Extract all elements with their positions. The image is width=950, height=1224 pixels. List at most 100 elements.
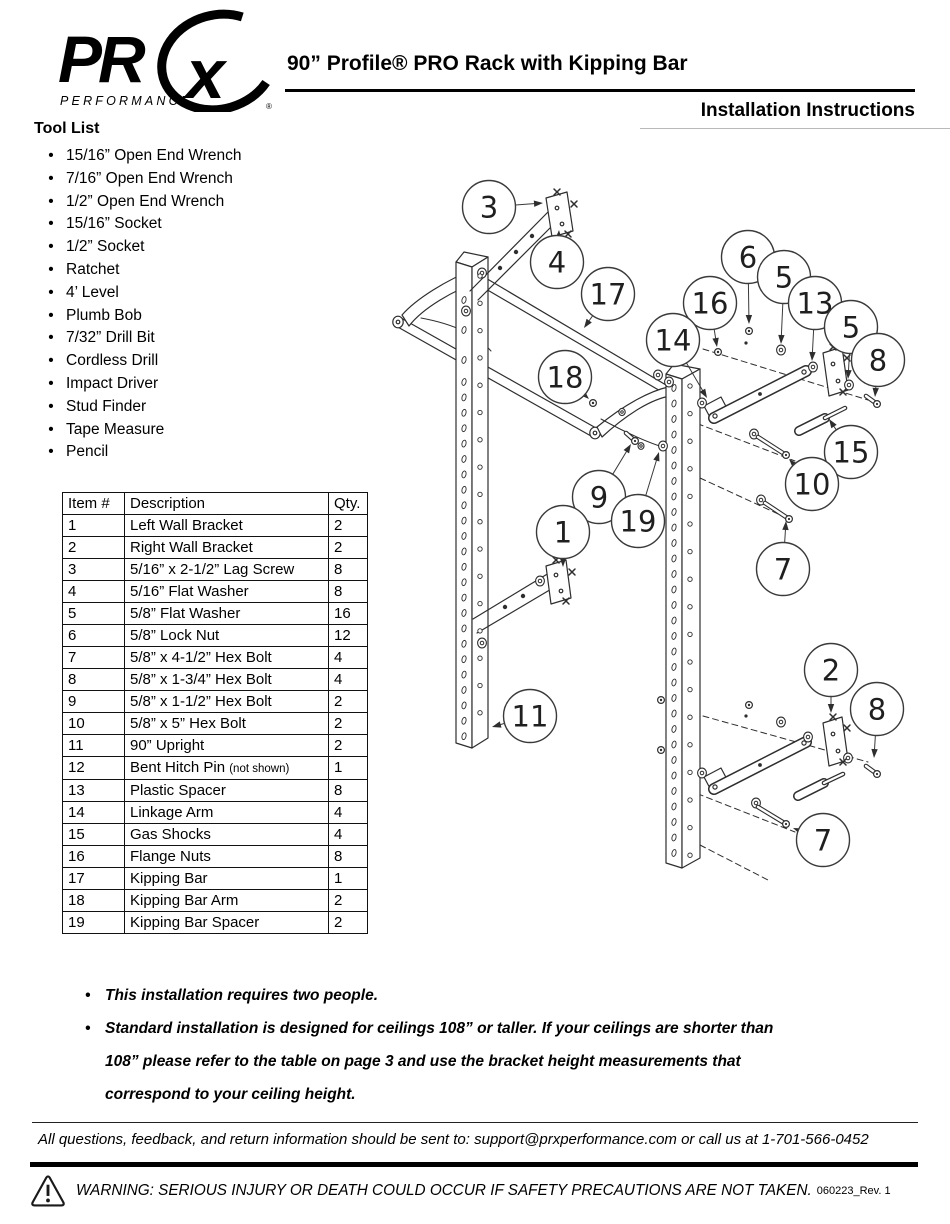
upright-slot-hole [671, 430, 677, 439]
callout-number: 5 [775, 260, 793, 294]
upright-round-hole [477, 682, 483, 689]
callout-arrowhead [827, 704, 835, 713]
upright-round-hole [687, 631, 693, 638]
upright-slot-hole [671, 616, 677, 625]
upright-round-hole [477, 300, 483, 306]
callout-arrowhead [492, 721, 502, 728]
upright-round-hole [687, 576, 693, 582]
cell-description: 5/8” x 4-1/2” Hex Bolt [124, 646, 329, 669]
upright-slot-hole [671, 802, 677, 811]
cell-item-number: 6 [62, 624, 125, 647]
upright-round-hole [477, 355, 483, 361]
bullet-icon: • [48, 397, 54, 415]
cell-item-number: 15 [62, 823, 125, 846]
upright-slot-hole [461, 393, 467, 402]
nut [659, 698, 663, 702]
upright-slot-hole [671, 632, 677, 640]
callout-circle [755, 541, 811, 597]
upright-slot-hole [671, 477, 677, 485]
callout-number: 8 [868, 692, 886, 726]
upright-round-hole [477, 655, 483, 661]
revision-label: 060223_Rev. 1 [816, 1185, 891, 1197]
upright-slot-hole [461, 716, 467, 725]
callout-number: 4 [548, 245, 566, 279]
note-text: This installation requires two people. [105, 987, 379, 1004]
bolt-tip [744, 341, 748, 345]
cell-item-number: 2 [62, 536, 125, 559]
callout-2: 2 [803, 642, 859, 713]
cell-item-number: 16 [62, 845, 125, 868]
callout-leader-line [685, 362, 703, 391]
upright-holes [461, 273, 693, 858]
upright-round-hole [687, 742, 693, 748]
upright-slot-hole [461, 547, 467, 556]
flat-washer [666, 379, 672, 385]
upright-round-hole [687, 493, 693, 500]
upright-round-hole [687, 714, 693, 720]
upright-slot-hole [461, 624, 467, 633]
callout-3: 3 [461, 179, 543, 235]
upright-round-hole [477, 573, 483, 579]
upright-round-hole [687, 466, 693, 472]
flat-washer [845, 755, 851, 761]
callout-number: 3 [480, 190, 498, 224]
cell-description: Bent Hitch Pin (not shown) [124, 756, 329, 780]
cell-description: Plastic Spacer [124, 779, 329, 802]
tool-list-item-label: Stud Finder [66, 397, 147, 415]
upright-slot-hole [671, 384, 677, 392]
upright-round-hole [477, 382, 483, 388]
lag-screw [839, 388, 847, 396]
cell-qty: 4 [328, 801, 368, 824]
cell-qty: 16 [328, 602, 368, 625]
upright-slot-hole [671, 399, 677, 408]
upright-slot-hole [461, 578, 467, 587]
cell-description: Flange Nuts [124, 845, 329, 868]
tool-list-item-label: 15/16” Open End Wrench [66, 147, 242, 164]
flat-washer [810, 364, 816, 370]
callout-leader-line [811, 328, 815, 353]
bolt-tip [744, 714, 748, 718]
cell-description: 90” Upright [124, 734, 329, 757]
kipping-bar [392, 276, 667, 440]
upright-slot-hole [671, 508, 677, 516]
tool-list-item: •1/2” Open End Wrench [36, 191, 366, 214]
upright-slot-hole [461, 562, 467, 571]
nut [747, 703, 751, 707]
callout-number: 9 [590, 480, 608, 514]
callout-circle [784, 456, 840, 512]
cell-qty: 4 [328, 646, 368, 669]
upright-slot-hole [671, 647, 677, 656]
callout-number: 8 [869, 343, 887, 377]
callout-18: 18 [537, 349, 593, 405]
bullet-icon: • [48, 283, 54, 301]
cell-description: Kipping Bar Spacer [124, 911, 329, 934]
cell-description: 5/16” x 2-1/2” Lag Screw [124, 558, 329, 581]
bullet-icon: • [48, 147, 54, 164]
upright-round-hole [687, 438, 693, 444]
upright-slot-hole [461, 408, 467, 417]
cell-qty: 1 [328, 756, 368, 780]
upright-round-hole [687, 383, 693, 389]
cell-qty: 2 [328, 536, 368, 559]
callout-circle [645, 312, 701, 368]
parts-table-header-row: Item # Description Qty. [62, 492, 368, 515]
cell-description: Kipping Bar [124, 867, 329, 890]
upright-slot-hole [461, 532, 467, 540]
cell-qty: 8 [328, 580, 368, 603]
callout-number: 19 [620, 504, 657, 538]
cell-qty: 8 [328, 779, 368, 802]
callout-arrowhead [712, 337, 719, 347]
bullet-icon: • [48, 260, 54, 278]
tool-list-item-label: 4’ Level [66, 283, 119, 301]
callout-15: 15 [823, 419, 879, 480]
tool-list-item: •Plumb Bob [36, 305, 366, 328]
bullet-icon: • [85, 1020, 91, 1037]
installation-note: •Standard installation is designed for c… [85, 1012, 785, 1111]
